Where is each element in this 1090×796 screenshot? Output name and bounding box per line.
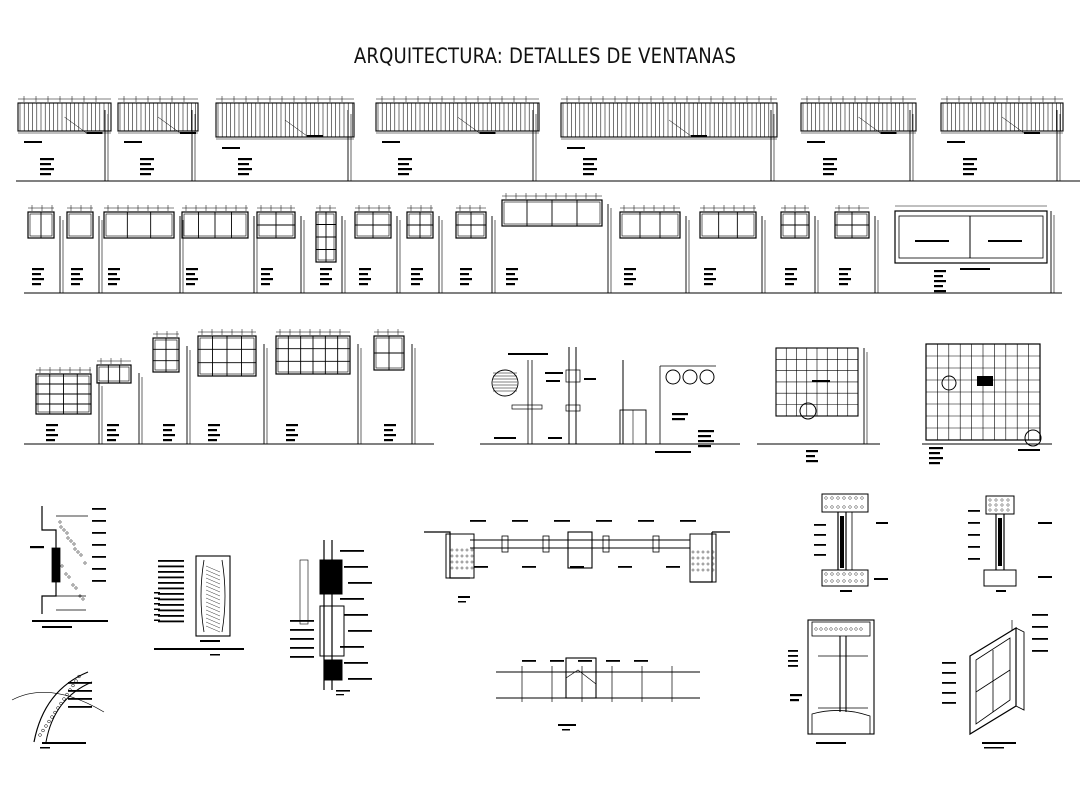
window-type-14 [834,205,870,239]
elevation-6 [800,96,917,143]
jamb-section-detail-2 [968,495,1052,592]
grid-window-elevation-1 [757,347,880,463]
window-type-10 [501,193,603,227]
jamb-section-detail-1 [814,493,888,592]
window-type-13 [780,205,810,239]
window-type-12 [699,205,757,239]
mullion-section-detail [290,540,372,696]
window-type-2 [66,205,94,239]
wall-section-detail [30,506,108,628]
window-type-8 [406,205,434,239]
window-sill-detail [788,619,875,744]
elevation-7 [940,96,1064,143]
window-elevation-2 [96,358,132,384]
window-type-11 [619,205,681,239]
window-elevation-4 [197,329,257,377]
window-elevation-6 [373,329,405,371]
window-type-9 [455,205,487,239]
window-elevations-row-2 [24,193,1062,294]
elevation-4 [375,96,540,143]
window-type-1 [27,205,55,239]
sheet-title: ARQUITECTURA: DETALLES DE VENTANAS [353,44,737,68]
elevation-5 [560,96,778,149]
grid-window-elevation-2 [922,343,1052,465]
window-type-3 [103,205,175,239]
window-type-6 [315,205,337,263]
elevation-3 [215,96,355,149]
isometric-window-frame [942,614,1048,749]
construction-details [11,493,1052,749]
window-elevation-1 [35,367,92,415]
window-type-4 [181,205,249,239]
sill-section-detail [496,657,700,731]
elevation-1 [17,96,112,143]
window-elevations-row-1 [16,96,1080,182]
window-elevations-row-3 [24,329,1052,465]
window-elevation-5 [275,329,351,375]
vertical-window-profile [154,555,244,656]
column-and-fixture-detail [480,347,740,453]
elevation-2 [117,96,199,143]
curved-window-detail [11,671,105,749]
window-elevation-3 [152,331,180,373]
window-type-5 [256,205,296,239]
window-type-7 [354,205,392,239]
fixed-window-elevation [894,205,1055,293]
horizontal-window-section [424,520,730,603]
